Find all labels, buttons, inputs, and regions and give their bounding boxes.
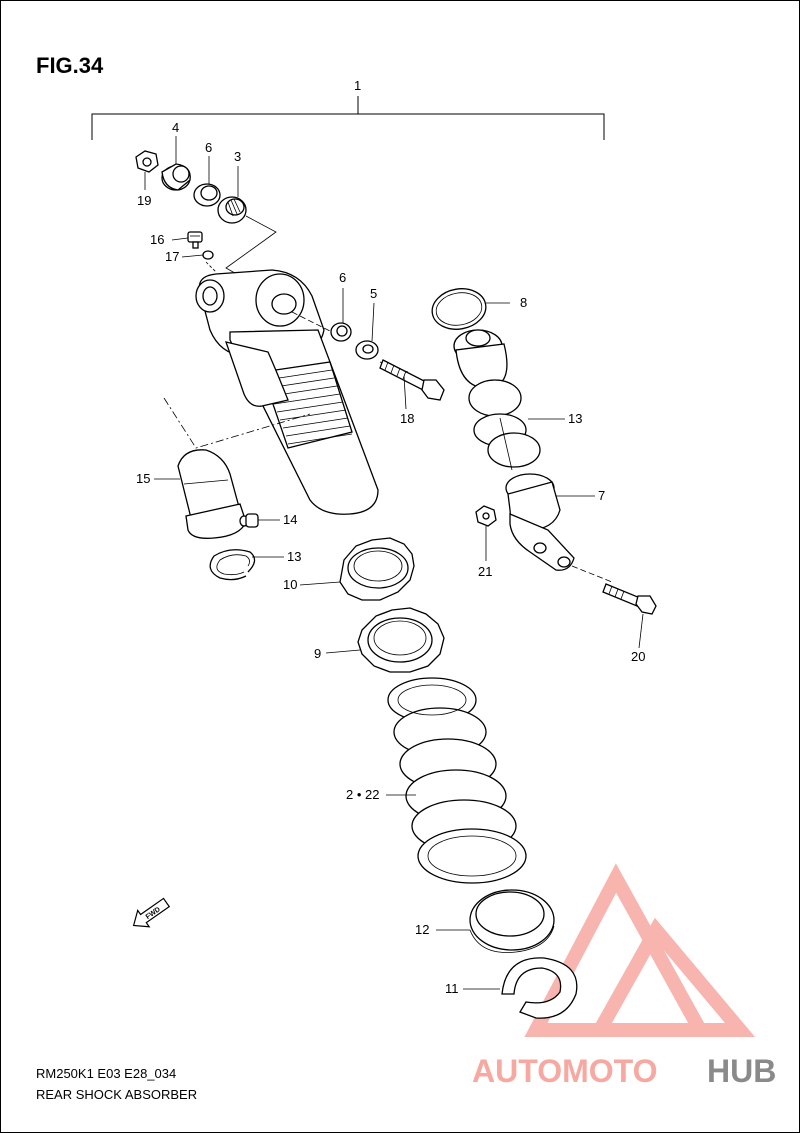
part-spring-seat-12 — [469, 889, 555, 953]
part-circlip-13b — [209, 549, 256, 581]
figure-code: RM250K1 E03 E28_034 — [36, 1066, 176, 1081]
callout-17: 17 — [165, 249, 179, 264]
callout-6a: 6 — [205, 140, 212, 155]
callout-19: 19 — [137, 193, 151, 208]
figure-title: FIG.34 — [36, 53, 104, 78]
callout-18: 18 — [400, 411, 414, 426]
part-oring-17 — [202, 250, 214, 260]
watermark-logo-icon — [524, 863, 756, 1037]
part-locknut-10 — [339, 537, 415, 601]
axis-line-lower — [571, 565, 613, 583]
callout-13a: 13 — [568, 411, 582, 426]
part-oil-seal-6a — [193, 183, 221, 207]
part-clevis-7 — [505, 473, 575, 571]
part-bolt-18 — [379, 359, 445, 401]
callout-8: 8 — [520, 295, 527, 310]
fwd-label: FWD — [145, 906, 162, 921]
part-collar-4 — [161, 163, 191, 191]
callout-5: 5 — [370, 286, 377, 301]
callout-9: 9 — [314, 646, 321, 661]
part-washer-5 — [355, 340, 379, 360]
callout-4: 4 — [172, 120, 179, 135]
forward-arrow-icon: FWD — [132, 897, 171, 928]
callout-15: 15 — [136, 471, 150, 486]
part-spring-2 — [387, 677, 527, 884]
leader-lines — [144, 136, 644, 990]
callout-1: 1 — [354, 78, 361, 93]
part-oil-seal-6b — [330, 322, 352, 342]
callout-14: 14 — [283, 512, 297, 527]
leader-3-body — [225, 215, 277, 277]
callout-21: 21 — [478, 564, 492, 579]
watermark-part1: AUTOMOTO — [472, 1053, 657, 1089]
leader-17-body — [205, 261, 217, 273]
part-stopper-11 — [501, 957, 578, 1019]
part-locknut-9 — [357, 607, 445, 673]
callout-7: 7 — [598, 488, 605, 503]
callout-2-22: 2 • 22 — [346, 787, 379, 802]
part-nut-19 — [135, 150, 159, 173]
callout-16: 16 — [150, 232, 164, 247]
callout-3: 3 — [234, 149, 241, 164]
watermark-part2: HUB — [707, 1053, 776, 1089]
part-oring-8 — [431, 288, 487, 330]
callout-11: 11 — [445, 981, 459, 996]
figure-caption: REAR SHOCK ABSORBER — [36, 1087, 197, 1102]
assembly-bracket — [91, 96, 605, 140]
part-nut-21 — [475, 505, 497, 527]
axis-line-reservoir — [163, 397, 311, 449]
part-bolt-16 — [187, 231, 203, 249]
part-shock-body — [195, 269, 379, 515]
callout-6b: 6 — [339, 270, 346, 285]
part-bolt-20 — [602, 583, 657, 615]
callout-13b: 13 — [287, 549, 301, 564]
part-plug-14 — [239, 513, 259, 528]
callout-labels: 1 4 6 3 19 16 17 6 5 8 18 13 15 7 14 13 … — [136, 78, 645, 996]
callout-12: 12 — [415, 922, 429, 937]
callout-20: 20 — [631, 649, 645, 664]
part-bearing-3 — [217, 196, 247, 224]
part-reservoir-15 — [177, 449, 247, 539]
callout-10: 10 — [283, 577, 297, 592]
watermark-text: AUTOMOTO HUB — [472, 1053, 776, 1089]
part-bump-rubber-13a — [453, 329, 541, 471]
